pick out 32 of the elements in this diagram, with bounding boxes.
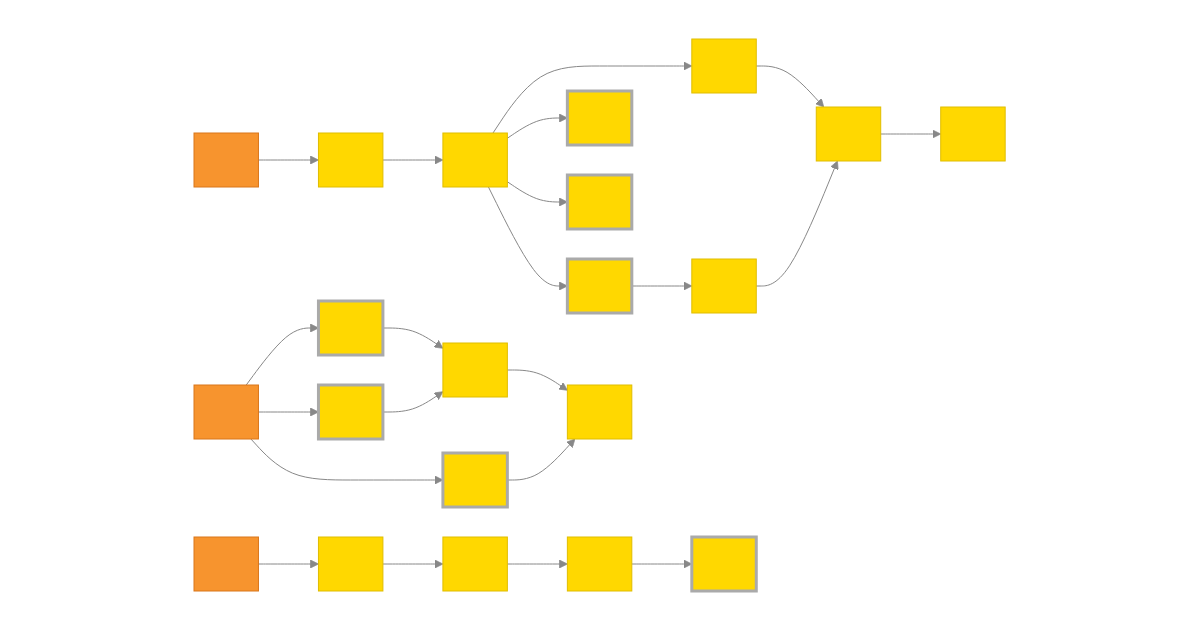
arrow: [382, 559, 444, 569]
node-box: [691, 258, 758, 314]
node-box: [442, 536, 509, 592]
node-box: [193, 536, 260, 592]
arrow: [250, 438, 444, 485]
node-box: [317, 299, 385, 357]
node-box: [816, 106, 882, 162]
node-box: [318, 536, 384, 592]
node-box: [317, 383, 385, 441]
node-box: [442, 132, 509, 188]
node-box: [318, 132, 384, 188]
node-box: [193, 384, 260, 440]
node-box: [441, 451, 510, 509]
node-box: [566, 173, 634, 231]
arrow: [258, 155, 320, 165]
arrow: [492, 61, 693, 134]
arrow: [631, 559, 693, 569]
node-box: [691, 38, 758, 94]
arrow: [756, 160, 839, 287]
arrow: [382, 155, 444, 165]
node-box: [442, 342, 509, 398]
node-box: [566, 257, 634, 315]
node-box: [567, 384, 633, 440]
arrow: [756, 65, 825, 108]
arrow: [507, 369, 569, 391]
node-box: [566, 89, 634, 147]
arrow: [880, 129, 942, 139]
node-box: [690, 535, 759, 593]
arrow: [507, 438, 576, 481]
node-box: [193, 132, 260, 188]
node-box: [940, 106, 1007, 162]
node-box: [567, 536, 633, 592]
